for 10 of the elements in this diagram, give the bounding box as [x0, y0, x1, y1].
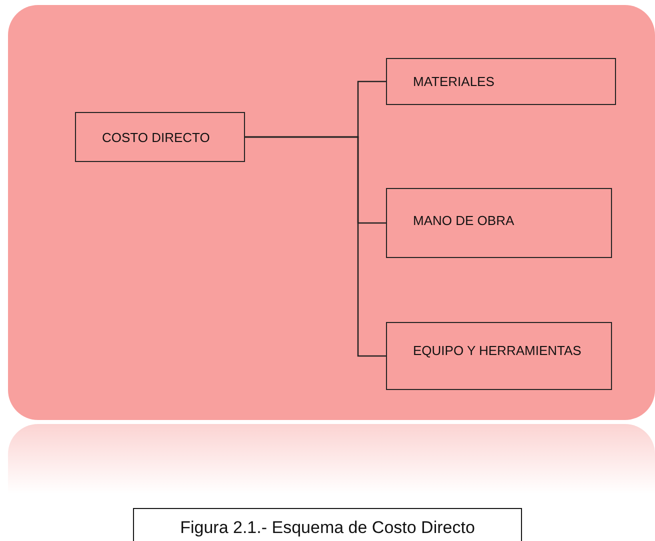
category-box: [386, 322, 612, 390]
category-box: [75, 112, 245, 162]
connector-line: [245, 136, 386, 357]
category-box: [386, 58, 616, 105]
box-label: EQUIPO Y HERRAMIENTAS: [413, 343, 582, 360]
box-label: COSTO DIRECTO: [102, 130, 211, 146]
category-box: [386, 188, 612, 258]
box-label: MANO DE OBRA: [413, 213, 516, 230]
figure-caption: Figura 2.1.- Esquema de Costo Directo: [179, 518, 476, 538]
box-label: MATERIALES: [413, 74, 496, 90]
